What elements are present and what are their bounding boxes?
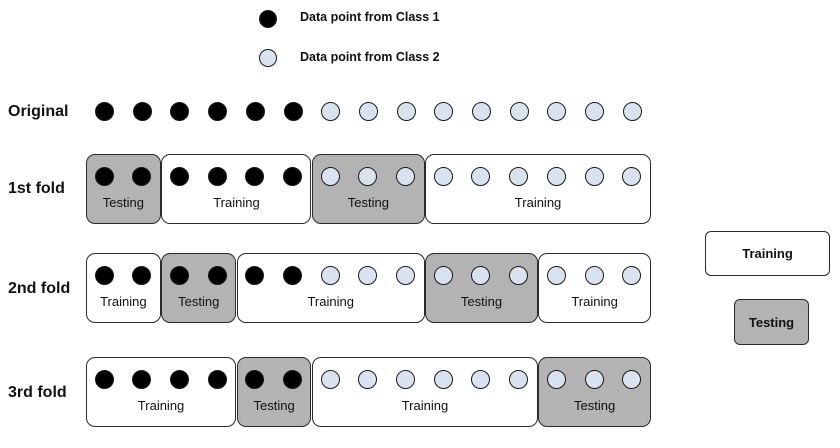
original-point [547,102,567,121]
original-point [95,102,114,121]
fold-point [320,266,340,285]
training-segment: Training [312,357,538,427]
original-point [358,102,378,121]
segment-label: Testing [102,195,144,210]
fold-point [94,266,114,285]
fold-point [396,266,416,285]
fold-point [471,266,491,285]
fold-point [433,266,453,285]
testing-segment: Testing [236,357,312,427]
training-key-box: Training [705,231,830,276]
fold-point [132,167,152,186]
fold-point [396,167,416,186]
training-segment: Training [538,253,651,323]
fold-point [396,370,416,389]
fold-point [584,266,604,285]
testing-segment: Testing [425,253,538,323]
segment-label: Training [213,195,260,210]
class1-legend-label: Data point from Class 1 [300,10,440,24]
original-row-label: Original [8,103,69,120]
fold-point [282,167,302,186]
class2-legend-dot [259,49,277,67]
segment-label: Testing [347,195,389,210]
fold-point [433,167,453,186]
fold-point [509,370,529,389]
training-segment: Training [161,154,312,224]
fold-point [358,266,378,285]
fold-point [320,370,340,389]
fold-point [509,266,529,285]
fold-point [94,370,114,389]
training-segment: Training [86,357,237,427]
original-point [396,102,416,121]
fold-point [546,266,566,285]
fold-point [282,266,302,285]
fold-point [245,370,265,389]
fold-point [509,167,529,186]
segment-label: Testing [573,398,616,413]
fold-point [132,266,152,285]
fold-point [546,370,566,389]
original-point [585,102,605,121]
fold-point [471,370,491,389]
fold-point [245,167,265,186]
fold-point [169,167,189,186]
segment-label: Training [514,195,562,210]
fold-point [622,167,642,186]
training-segment: Training [425,154,651,224]
fold-point [132,370,152,389]
fold-point [320,167,340,186]
fold-point [245,266,265,285]
fold-point [358,370,378,389]
fold-point [433,370,453,389]
fold-point [169,370,189,389]
fold-2-label: 2nd fold [8,280,71,297]
fold-point [471,167,491,186]
fold-point [207,167,227,186]
original-point [208,102,228,121]
segment-label: Training [401,398,449,413]
original-point [321,102,341,121]
fold-point [584,167,604,186]
original-point [245,102,265,121]
original-point [622,102,642,121]
fold-point [584,370,604,389]
class1-legend-dot [259,10,277,28]
testing-segment: Testing [312,154,425,224]
fold-point [282,370,302,389]
fold-point [622,266,642,285]
fold-point [546,167,566,186]
fold-point [207,266,227,285]
fold-1-label: 1st fold [8,180,65,197]
fold-point [207,370,227,389]
original-point [434,102,454,121]
class2-legend-label: Data point from Class 2 [300,50,440,64]
fold-point [169,266,189,285]
original-point [472,102,491,121]
segment-label: Testing [178,294,220,309]
fold-3-label: 3rd fold [8,384,67,401]
original-point [132,102,152,121]
testing-segment: Testing [538,357,651,427]
testing-segment: Testing [161,253,237,323]
training-segment: Training [86,253,161,323]
original-point [509,102,529,121]
segment-label: Training [307,294,354,309]
fold-point [358,167,378,186]
segment-label: Training [100,294,147,309]
segment-label: Testing [460,294,503,309]
segment-label: Testing [253,398,295,413]
segment-label: Training [137,398,185,413]
segment-label: Training [571,294,618,309]
fold-point [622,370,642,389]
fold-point [94,167,114,186]
original-point [283,102,303,121]
training-segment: Training [236,253,425,323]
testing-key-box: Testing [734,299,809,345]
testing-segment: Testing [86,154,161,224]
original-point [170,102,190,121]
